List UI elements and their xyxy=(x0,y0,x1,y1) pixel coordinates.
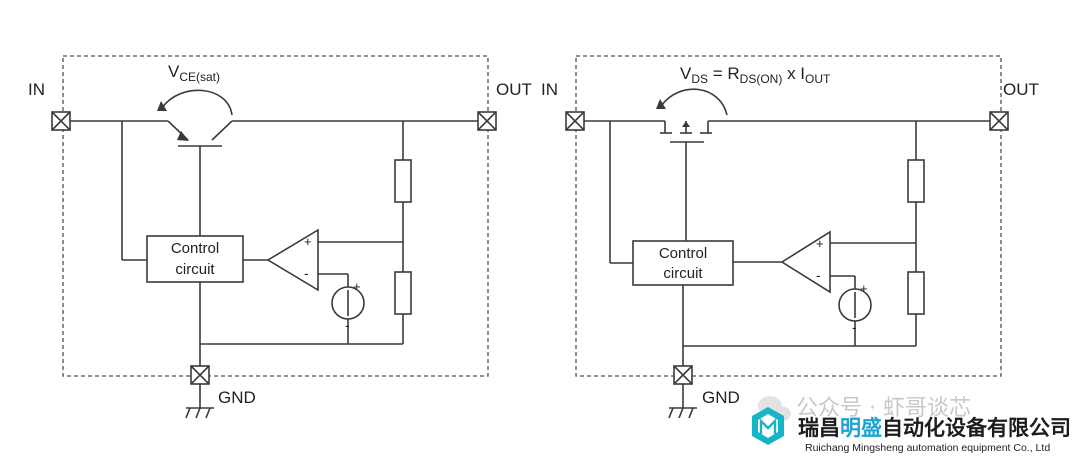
left-out-terminal xyxy=(477,111,497,131)
right-opamp-minus: - xyxy=(816,267,821,283)
right-opamp-plus: + xyxy=(816,236,824,251)
left-resistor-top xyxy=(394,159,412,203)
right-vds-equation: VDS = RDS(ON) x IOUT xyxy=(680,64,831,86)
left-vref-plus: + xyxy=(353,279,361,294)
left-gnd-terminal xyxy=(185,365,214,419)
right-out-terminal xyxy=(989,111,1009,131)
left-vref-minus: - xyxy=(345,317,350,333)
right-opamp xyxy=(733,230,831,294)
right-control-circuit-box xyxy=(632,240,734,286)
left-bjt-transistor xyxy=(167,120,233,236)
right-dashed-boundary xyxy=(575,55,1002,377)
left-opamp-minus: - xyxy=(304,265,309,281)
left-control-line2: circuit xyxy=(175,261,215,278)
left-schematic: IN OUT VCE(sat) Control xyxy=(28,55,532,419)
right-control-line1: Control xyxy=(659,245,707,262)
right-in-label: IN xyxy=(541,80,558,99)
right-resistor-top xyxy=(907,159,925,203)
watermark-faded-text: 公众号 · 虾哥谈芯 xyxy=(796,396,971,421)
left-gnd-label: GND xyxy=(218,388,256,407)
left-dashed-boundary xyxy=(62,55,489,377)
left-voltage-reference xyxy=(331,286,365,344)
watermark: 公众号 · 虾哥谈芯 瑞昌明盛自动化设备有限公司 Ruichang Mingsh… xyxy=(752,396,1071,454)
left-in-terminal xyxy=(51,111,71,131)
left-out-label: OUT xyxy=(496,80,532,99)
left-resistor-bottom xyxy=(394,271,412,315)
right-mosfet xyxy=(660,121,712,241)
right-control-line2: circuit xyxy=(663,265,703,282)
right-vref-plus: + xyxy=(860,281,868,296)
left-vce-label: VCE(sat) xyxy=(168,62,220,84)
right-gnd-label: GND xyxy=(702,388,740,407)
right-vds-arrow xyxy=(656,88,728,116)
right-resistor-bottom xyxy=(907,271,925,315)
company-name-cn: 瑞昌明盛自动化设备有限公司 xyxy=(798,416,1071,440)
left-in-label: IN xyxy=(28,80,45,99)
left-control-line1: Control xyxy=(171,240,219,257)
right-in-terminal xyxy=(565,111,585,131)
right-voltage-reference xyxy=(838,288,872,346)
right-out-label: OUT xyxy=(1003,80,1039,99)
company-logo-icon xyxy=(752,407,784,445)
left-opamp xyxy=(243,228,319,292)
left-opamp-plus: + xyxy=(304,234,312,249)
right-vref-minus: - xyxy=(852,319,857,335)
company-name-en: Ruichang Mingsheng automation equipment … xyxy=(805,442,1050,454)
left-control-circuit-box xyxy=(146,235,244,283)
left-vce-arrow xyxy=(157,89,233,116)
right-schematic: IN OUT VDS = RDS(ON) x IOUT xyxy=(541,55,1039,419)
right-gnd-terminal xyxy=(668,365,697,419)
